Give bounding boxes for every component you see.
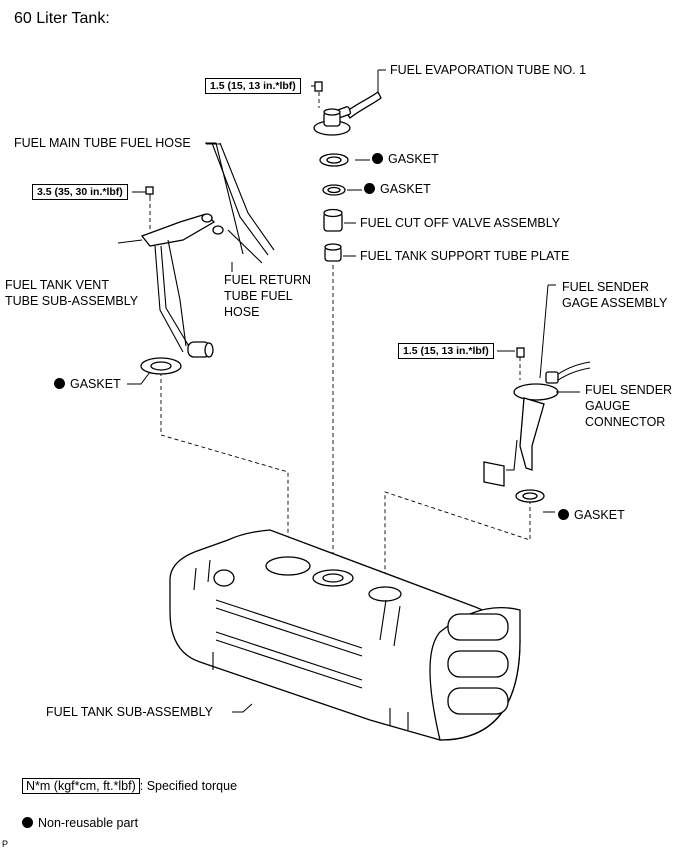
label-gasket-1: GASKET (372, 151, 439, 167)
torque-spec-right: 1.5 (15, 13 in.*lbf) (398, 343, 494, 359)
alignment-lines (149, 92, 531, 588)
page-title: 60 Liter Tank: (14, 10, 110, 27)
label-fuel-tank-vent-tube: FUEL TANK VENT TUBE SUB-ASSEMBLY (5, 278, 139, 308)
label-fuel-evaporation-tube: FUEL EVAPORATION TUBE NO. 1 (390, 63, 587, 77)
non-reusable-dot-icon (364, 183, 375, 194)
legend-non-reusable: Non-reusable part (22, 816, 138, 830)
label-fuel-tank-support-plate: FUEL TANK SUPPORT TUBE PLATE (360, 249, 570, 263)
label-fuel-sender-gauge-connector: FUEL SENDER GAUGE CONNECTOR (585, 383, 673, 429)
gasket-left-drawing (140, 357, 182, 375)
label-fuel-tank-sub-assembly: FUEL TANK SUB-ASSEMBLY (46, 705, 213, 719)
non-reusable-dot-icon (22, 817, 33, 828)
torque-spec-left: 3.5 (35, 30 in.*lbf) (32, 184, 128, 200)
legend-torque-box: N*m (kgf*cm, ft.*lbf) (22, 778, 140, 794)
gasket-2-drawing (322, 184, 346, 196)
label-fuel-sender-gage: FUEL SENDER GAGE ASSEMBLY (562, 280, 668, 310)
label-gasket-right: GASKET (558, 507, 625, 523)
corner-mark: P (2, 839, 9, 849)
leader-lines (117, 143, 580, 713)
gasket-1-drawing (319, 153, 349, 167)
legend-torque: N*m (kgf*cm, ft.*lbf): Specified torque (22, 778, 237, 794)
label-gasket-left: GASKET (54, 376, 121, 392)
cut-off-valve-flange-drawing (313, 108, 351, 136)
torque-spec-top: 1.5 (15, 13 in.*lbf) (205, 78, 301, 94)
label-fuel-return-tube-hose: FUEL RETURN TUBE FUEL HOSE (224, 273, 312, 319)
sender-gage-drawing (483, 284, 591, 487)
vent-tube-assembly-drawing (140, 186, 224, 358)
non-reusable-dot-icon (372, 153, 383, 164)
label-fuel-cut-off-valve: FUEL CUT OFF VALVE ASSEMBLY (360, 216, 561, 230)
fuel-tank-drawing (169, 529, 521, 741)
support-plate-drawing (324, 243, 342, 262)
torque-bolt-top (311, 81, 323, 92)
label-gasket-2: GASKET (364, 181, 431, 197)
evaporation-tube-drawing (336, 69, 386, 119)
cut-off-valve-drawing (323, 208, 343, 232)
fuel-main-tube-hose-drawing (205, 142, 275, 264)
gasket-right-drawing (515, 489, 545, 503)
non-reusable-dot-icon (558, 509, 569, 520)
non-reusable-dot-icon (54, 378, 65, 389)
label-fuel-main-tube-hose: FUEL MAIN TUBE FUEL HOSE (14, 136, 191, 150)
